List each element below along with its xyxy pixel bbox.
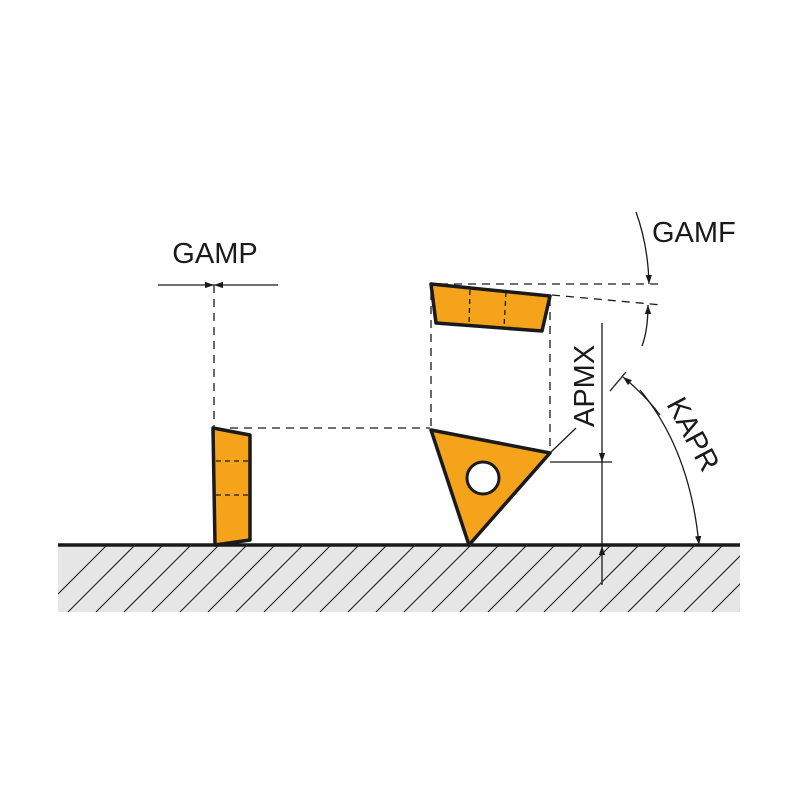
hatch-line — [151, 545, 220, 612]
hatch-line — [123, 545, 192, 612]
apmx-dimension: APMX — [549, 323, 612, 585]
hatch-line — [291, 545, 360, 612]
workpiece — [58, 543, 800, 612]
hatch-line — [683, 555, 740, 612]
hatch-line — [319, 545, 388, 612]
hatch-line — [515, 545, 584, 612]
gamp-dimension: GAMP — [158, 238, 278, 428]
hatch-line — [58, 545, 108, 595]
hatch-line — [627, 545, 696, 612]
hatch-line — [543, 545, 612, 612]
kapr-dimension: KAPR — [609, 371, 725, 546]
hatch-line — [179, 545, 248, 612]
hatch-line — [67, 545, 136, 612]
hatch-line — [431, 545, 500, 612]
hatch-line — [459, 545, 528, 612]
hatch-line — [375, 545, 444, 612]
side-view-insert — [211, 426, 252, 547]
triangular-insert — [429, 428, 552, 547]
gamp-label: GAMP — [172, 238, 257, 270]
hatch-line — [768, 545, 800, 612]
hatch-line — [235, 545, 304, 612]
hatch-line — [599, 545, 668, 612]
hatch-line — [487, 545, 556, 612]
hatch-line — [796, 545, 800, 612]
hatch-line — [655, 545, 724, 612]
gamf-label: GAMF — [652, 217, 736, 249]
gamf-dimension: GAMF — [440, 211, 736, 347]
hatch-line — [739, 611, 740, 612]
insert-hole — [465, 460, 501, 496]
hatch-line — [571, 545, 640, 612]
hatch-line — [207, 545, 276, 612]
hatch-line — [403, 545, 472, 612]
hatch-line — [95, 545, 164, 612]
hatch-line — [711, 583, 740, 612]
hatch-line — [347, 545, 416, 612]
hatch-line — [263, 545, 332, 612]
top-view-insert — [429, 282, 552, 333]
apmx-label: APMX — [569, 345, 601, 427]
